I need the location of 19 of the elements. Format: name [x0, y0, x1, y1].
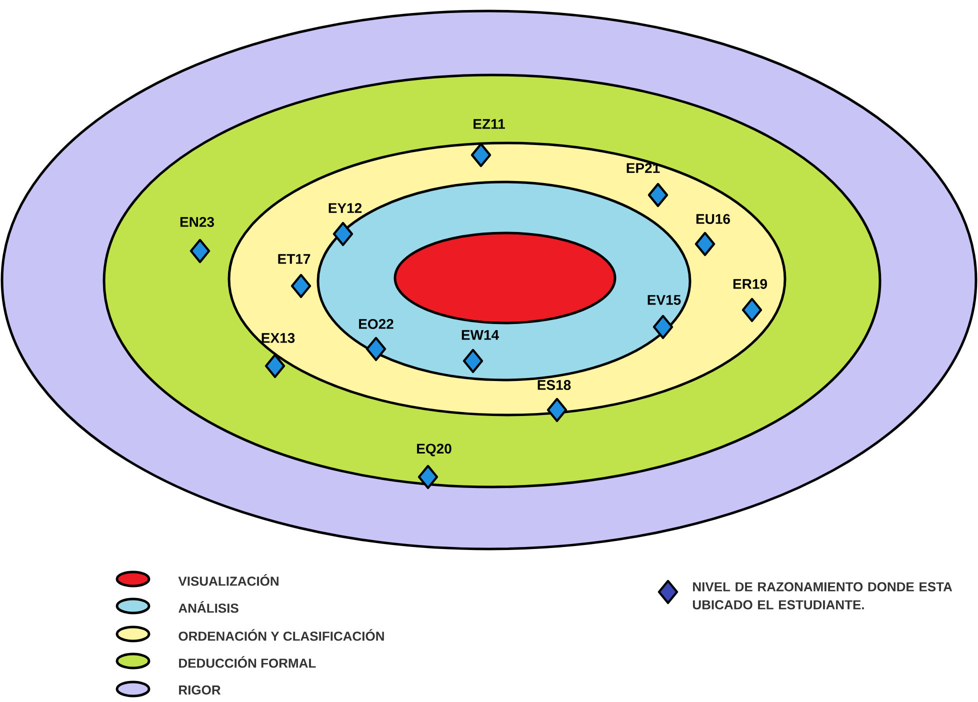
student-code: EP21 [626, 163, 660, 173]
student-code: EV15 [648, 295, 681, 305]
legend-label: DEDUCCIÓN FORMAL [179, 656, 316, 668]
legend-label: ORDENACIÓN Y CLASIFICACIÓN [178, 629, 384, 641]
legend-label: ANÁLISIS [178, 601, 238, 613]
student-code: ET17 [278, 254, 310, 264]
student-code: EU16 [696, 214, 730, 224]
student-code: EN23 [180, 217, 214, 227]
student-code: ER19 [733, 279, 767, 289]
student-code: ES18 [538, 380, 571, 390]
student-code: EO22 [359, 319, 394, 329]
student-code: EW14 [462, 330, 499, 340]
student-code: EX13 [262, 333, 295, 343]
student-code: EQ20 [417, 444, 452, 456]
student-code: EY12 [328, 203, 362, 213]
legend-label: RIGOR [179, 685, 221, 695]
legend-label: VISUALIZACIÓN [178, 574, 278, 586]
student-code: EZ11 [474, 119, 505, 129]
legend-label: NIVEL DE RAZONAMIENTO DONDE ESTA UBICADO EL ESTUDIANTE. [692, 582, 952, 610]
